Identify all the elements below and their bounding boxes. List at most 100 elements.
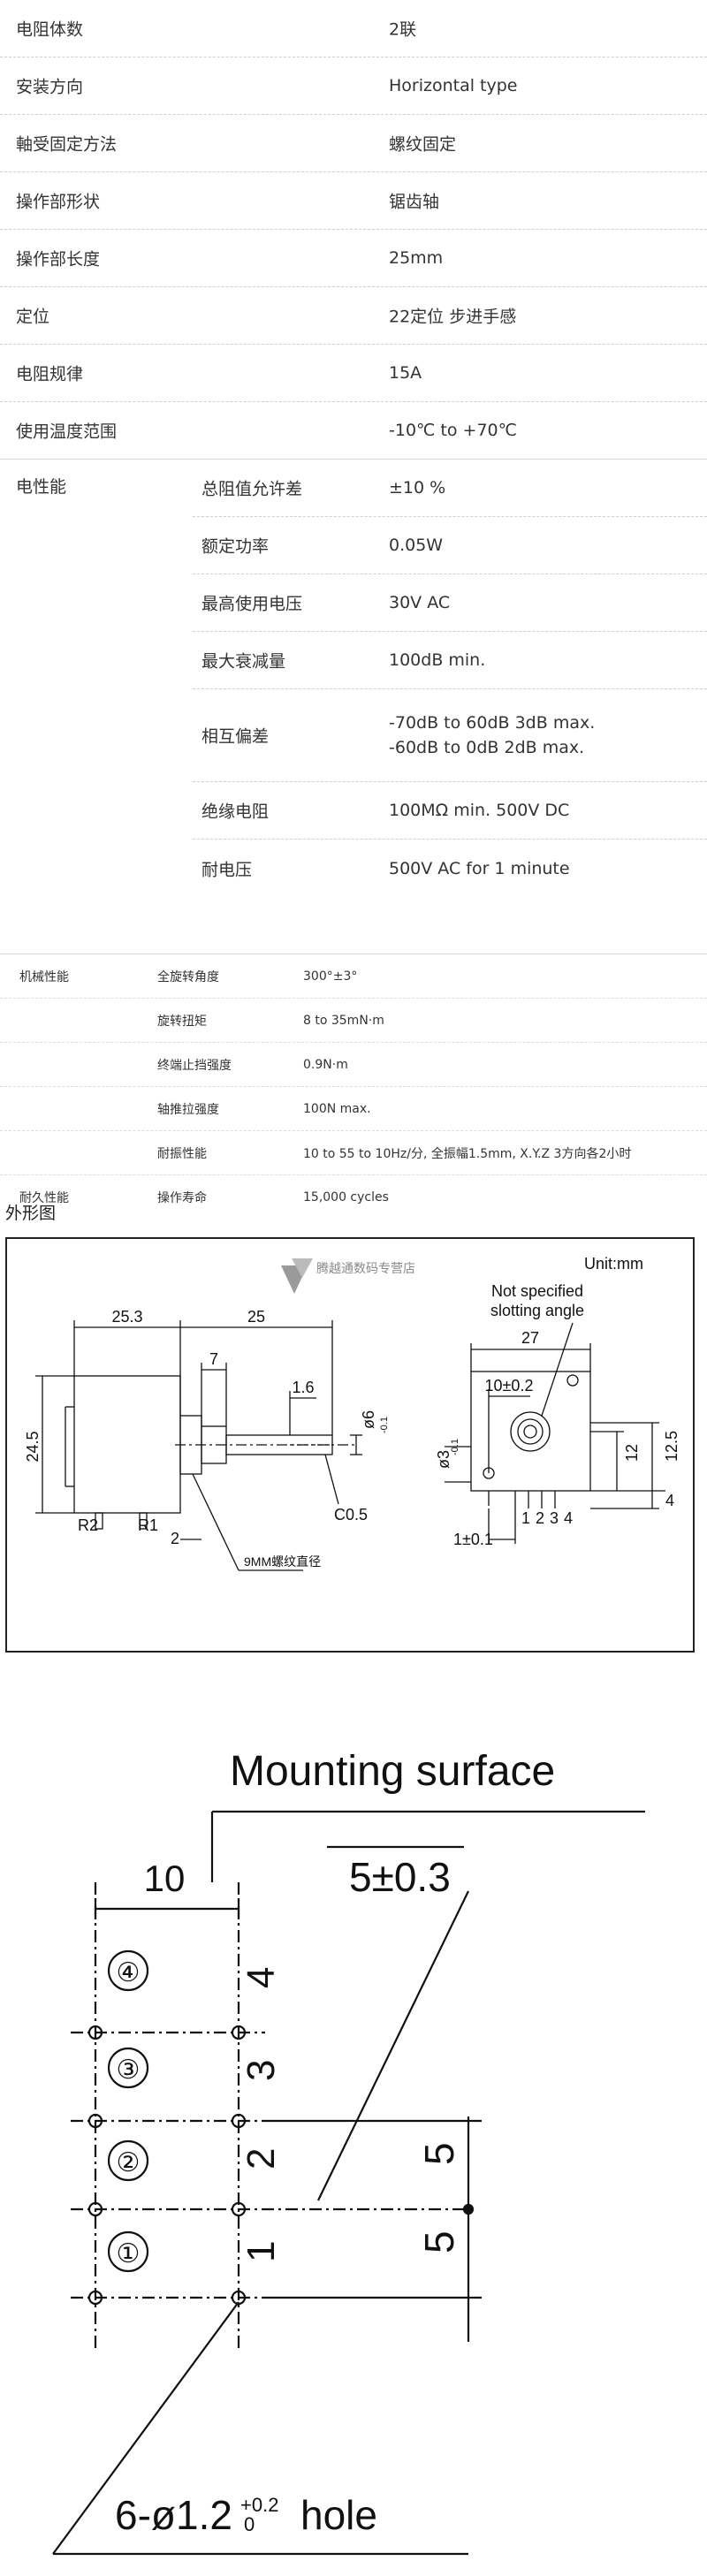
spec-label: 电阻规律 xyxy=(16,364,84,384)
watermark-logo xyxy=(281,1258,313,1294)
dim-label: 10 xyxy=(144,1858,186,1899)
mechanical-category: 机械性能 xyxy=(19,969,69,984)
spec-row: 軸受固定方法 螺纹固定 xyxy=(0,115,707,172)
unit-label: Unit:mm xyxy=(584,1255,643,1273)
dim-label: 24.5 xyxy=(24,1431,42,1462)
spec-value: 2联 xyxy=(389,19,417,40)
spec-label: 操作部形状 xyxy=(16,192,101,212)
durability-row: 耐久性能 操作寿命 15,000 cycles xyxy=(0,1175,707,1220)
outline-title: 外形图 xyxy=(5,1204,57,1223)
mechanical-label: 轴推拉强度 xyxy=(157,1102,219,1117)
spec-label: 电阻体数 xyxy=(16,19,84,40)
mechanical-value: 0.9N·m xyxy=(303,1057,348,1072)
watermark-text: 腾越通数码专营店 xyxy=(316,1261,415,1275)
mechanical-label: 耐振性能 xyxy=(157,1146,207,1161)
mechanical-row: 终端止挡强度 0.9N·m xyxy=(0,1043,707,1087)
dim-label: ø3 xyxy=(435,1450,452,1469)
pin-circle-label: ② xyxy=(117,2148,141,2177)
dim-label: 1±0.1 xyxy=(453,1531,493,1548)
mechanical-row: 轴推拉强度 100N max. xyxy=(0,1087,707,1131)
electrical-value: 100dB min. xyxy=(389,650,486,670)
spec-value: -10℃ to +70℃ xyxy=(389,421,517,440)
durability-category: 耐久性能 xyxy=(19,1191,69,1205)
mechanical-label: 旋转扭矩 xyxy=(157,1014,207,1029)
mechanical-row: 耐振性能 10 to 55 to 10Hz/分, 全振幅1.5mm, X.Y.Z … xyxy=(0,1131,707,1175)
electrical-label: 总阻值允许差 xyxy=(201,479,303,499)
spec-value: 锯齿轴 xyxy=(389,192,440,212)
pin-circle-label: ③ xyxy=(117,2055,141,2085)
electrical-value-line: -70dB to 60dB 3dB max. xyxy=(389,713,596,733)
electrical-value: ±10 % xyxy=(389,478,446,498)
dim-label: ø6 xyxy=(360,1410,377,1429)
dim-label: 25.3 xyxy=(111,1308,142,1326)
spec-label: 使用温度范围 xyxy=(16,422,118,442)
note-line-2: slotting angle xyxy=(490,1302,584,1319)
dim-label: C0.5 xyxy=(334,1506,368,1524)
electrical-row: 最高使用电压 30V AC xyxy=(193,574,707,632)
spec-value: 螺纹固定 xyxy=(389,134,457,155)
electrical-label: 耐电压 xyxy=(201,860,253,879)
electrical-value: 30V AC xyxy=(389,593,451,612)
hole-tolerance-top: +0.2 xyxy=(240,2494,278,2516)
dim-label: 2 xyxy=(171,1530,179,1547)
spec-value: 15A xyxy=(389,363,422,383)
mechanical-value: 8 to 35mN·m xyxy=(303,1013,384,1028)
electrical-label: 最大衰减量 xyxy=(201,651,286,672)
mechanical-label: 全旋转角度 xyxy=(157,969,219,984)
note-line-1: Not specified xyxy=(491,1282,583,1300)
spec-value: 25mm xyxy=(389,248,444,268)
pin-circle-label: ④ xyxy=(117,1958,141,1987)
pin-number: 1 xyxy=(239,2241,283,2262)
electrical-row: 总阻值允许差 ±10 % xyxy=(193,460,707,517)
electrical-value: 100MΩ min. 500V DC xyxy=(389,801,570,820)
pin-number: 2 xyxy=(536,1509,544,1527)
pcb-layout-drawing: Mounting surface 10 5±0.3 ④ ③ ② ① 4 3 2 … xyxy=(0,1732,707,2572)
dim-label: 12.5 xyxy=(663,1431,680,1462)
spec-row: 操作部长度 25mm xyxy=(0,230,707,287)
dim-label: R1 xyxy=(138,1516,158,1534)
electrical-label: 额定功率 xyxy=(201,536,270,557)
hole-label: 6-ø1.2 xyxy=(115,2492,232,2538)
electrical-label: 最高使用电压 xyxy=(201,594,303,614)
thread-note: 9MM螺纹直径 xyxy=(244,1554,321,1569)
electrical-label: 相互偏差 xyxy=(201,726,270,747)
electrical-row: 最大衰减量 100dB min. xyxy=(193,632,707,689)
dim-label: -0.1 xyxy=(379,1417,390,1433)
electrical-value: -70dB to 60dB 3dB max. -60dB to 0dB 2dB m… xyxy=(389,710,595,760)
mechanical-value: 100N max. xyxy=(303,1101,371,1116)
spec-label: 安装方向 xyxy=(16,77,84,97)
durability-label: 操作寿命 xyxy=(157,1191,207,1205)
pin-number: 4 xyxy=(239,1967,283,1988)
pin-number: 1 xyxy=(521,1509,530,1527)
dim-label: -0.1 xyxy=(450,1439,460,1455)
electrical-value-line: -60dB to 0dB 2dB max. xyxy=(389,738,585,757)
dim-label: 4 xyxy=(665,1492,674,1509)
hole-suffix: hole xyxy=(300,2492,377,2538)
spec-label: 軸受固定方法 xyxy=(16,134,118,155)
spec-row: 电阻体数 2联 xyxy=(0,0,707,57)
dim-label: 7 xyxy=(209,1350,218,1368)
mechanical-value: 10 to 55 to 10Hz/分, 全振幅1.5mm, X.Y.Z 3方向各… xyxy=(303,1146,632,1161)
electrical-label: 绝缘电阻 xyxy=(201,802,270,822)
electrical-row: 相互偏差 -70dB to 60dB 3dB max. -60dB to 0dB 2… xyxy=(193,689,707,782)
spec-label: 定位 xyxy=(16,307,50,327)
outline-drawing-svg: Unit:mm 腾越通数码专营店 Not specified slotting … xyxy=(24,1255,680,1571)
spec-row: 操作部形状 锯齿轴 xyxy=(0,172,707,230)
electrical-value: 500V AC for 1 minute xyxy=(389,858,570,878)
spec-row: 使用温度范围 -10℃ to +70℃ xyxy=(0,402,707,460)
dim-label: 5 xyxy=(416,2142,462,2165)
pot-body xyxy=(73,1375,181,1514)
pin-number: 3 xyxy=(550,1509,559,1527)
pin-number: 4 xyxy=(564,1509,573,1527)
durability-value: 15,000 cycles xyxy=(303,1190,389,1204)
mechanical-label: 终端止挡强度 xyxy=(157,1058,232,1073)
spec-label: 操作部长度 xyxy=(16,249,101,270)
dim-label: R2 xyxy=(78,1516,98,1534)
dim-label: 10±0.2 xyxy=(485,1377,534,1394)
